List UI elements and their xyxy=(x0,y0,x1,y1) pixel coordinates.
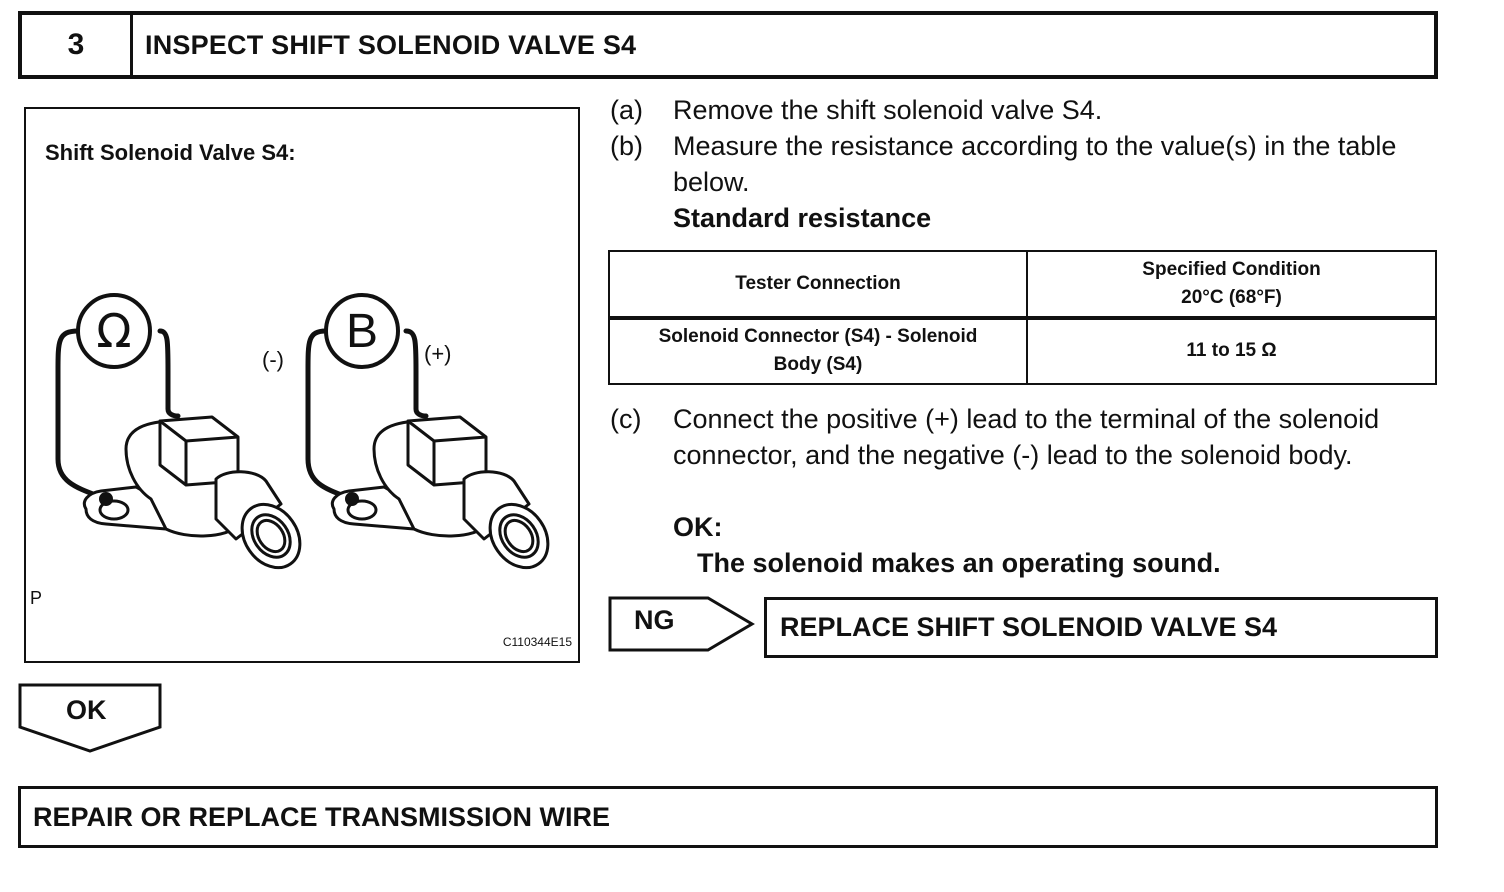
step-c-label: (c) xyxy=(610,404,642,434)
ohm-lead-positive xyxy=(157,328,181,419)
table-header-row: Tester Connection Specified Condition 20… xyxy=(608,250,1437,320)
step-a-label: (a) xyxy=(610,95,643,125)
table-cell-connection-line1: Solenoid Connector (S4) - Solenoid xyxy=(658,326,978,348)
step-b-text: Measure the resistance according to the … xyxy=(673,131,1397,197)
step-b-label: (b) xyxy=(610,131,643,161)
figure-code: C110344E15 xyxy=(502,635,572,649)
table-cell-connection-line2: Body (S4) xyxy=(773,354,863,376)
table-header-condition-title: Specified Condition xyxy=(1142,258,1321,280)
negative-label: (-) xyxy=(262,347,284,372)
ok-arrow xyxy=(18,683,162,753)
step-title: INSPECT SHIFT SOLENOID VALVE S4 xyxy=(145,29,637,60)
battery-circle xyxy=(324,293,400,369)
table-header-connection: Tester Connection xyxy=(608,250,1028,320)
step-a-text: Remove the shift solenoid valve S4. xyxy=(673,95,1103,125)
table-cell-condition: 11 to 15 Ω xyxy=(1026,316,1437,385)
solenoid-figure: Shift Solenoid Valve S4: xyxy=(24,107,580,663)
ohm-contact-point xyxy=(99,492,113,506)
table-row: Solenoid Connector (S4) - Solenoid Body … xyxy=(608,316,1437,385)
resistance-table: Tester Connection Specified Condition 20… xyxy=(608,250,1437,385)
figure-corner-label: P xyxy=(30,588,43,608)
table-header-condition-temp: 20°C (68°F) xyxy=(1181,286,1282,308)
table-header-condition: Specified Condition 20°C (68°F) xyxy=(1026,250,1437,320)
batt-lead-negative xyxy=(305,328,355,502)
ohm-lead-negative xyxy=(55,328,109,502)
step-number: 3 xyxy=(22,15,133,75)
ok-criteria-label: OK: xyxy=(673,512,723,542)
instructions-c: (c) Connect the positive (+) lead to the… xyxy=(610,401,1440,586)
battery-symbol: B xyxy=(346,305,378,358)
final-step-box: REPAIR OR REPLACE TRANSMISSION WIRE xyxy=(18,786,1438,848)
solenoid-right xyxy=(330,415,550,570)
figure-title: Shift Solenoid Valve S4: xyxy=(45,140,296,165)
step-c-text: Connect the positive (+) lead to the ter… xyxy=(673,404,1380,470)
solenoid-illustration: Ω B (-) (+) xyxy=(55,293,550,570)
ohmmeter-circle xyxy=(76,293,152,369)
standard-resistance-heading: Standard resistance xyxy=(673,203,932,233)
ok-label: OK xyxy=(66,695,107,725)
ng-arrow xyxy=(608,596,755,652)
instructions-ab: (a) Remove the shift solenoid valve S4. … xyxy=(610,92,1440,242)
ok-criteria-text: The solenoid makes an operating sound. xyxy=(697,548,1221,578)
step-header: 3 INSPECT SHIFT SOLENOID VALVE S4 xyxy=(18,11,1438,79)
positive-label: (+) xyxy=(424,341,452,366)
ohm-symbol: Ω xyxy=(96,304,131,358)
ng-result-box: REPLACE SHIFT SOLENOID VALVE S4 xyxy=(764,597,1438,658)
batt-contact-point xyxy=(345,492,359,506)
ng-label: NG xyxy=(634,605,675,635)
solenoid-left xyxy=(82,415,302,570)
batt-lead-positive xyxy=(403,328,429,419)
table-cell-connection: Solenoid Connector (S4) - Solenoid Body … xyxy=(608,316,1028,385)
